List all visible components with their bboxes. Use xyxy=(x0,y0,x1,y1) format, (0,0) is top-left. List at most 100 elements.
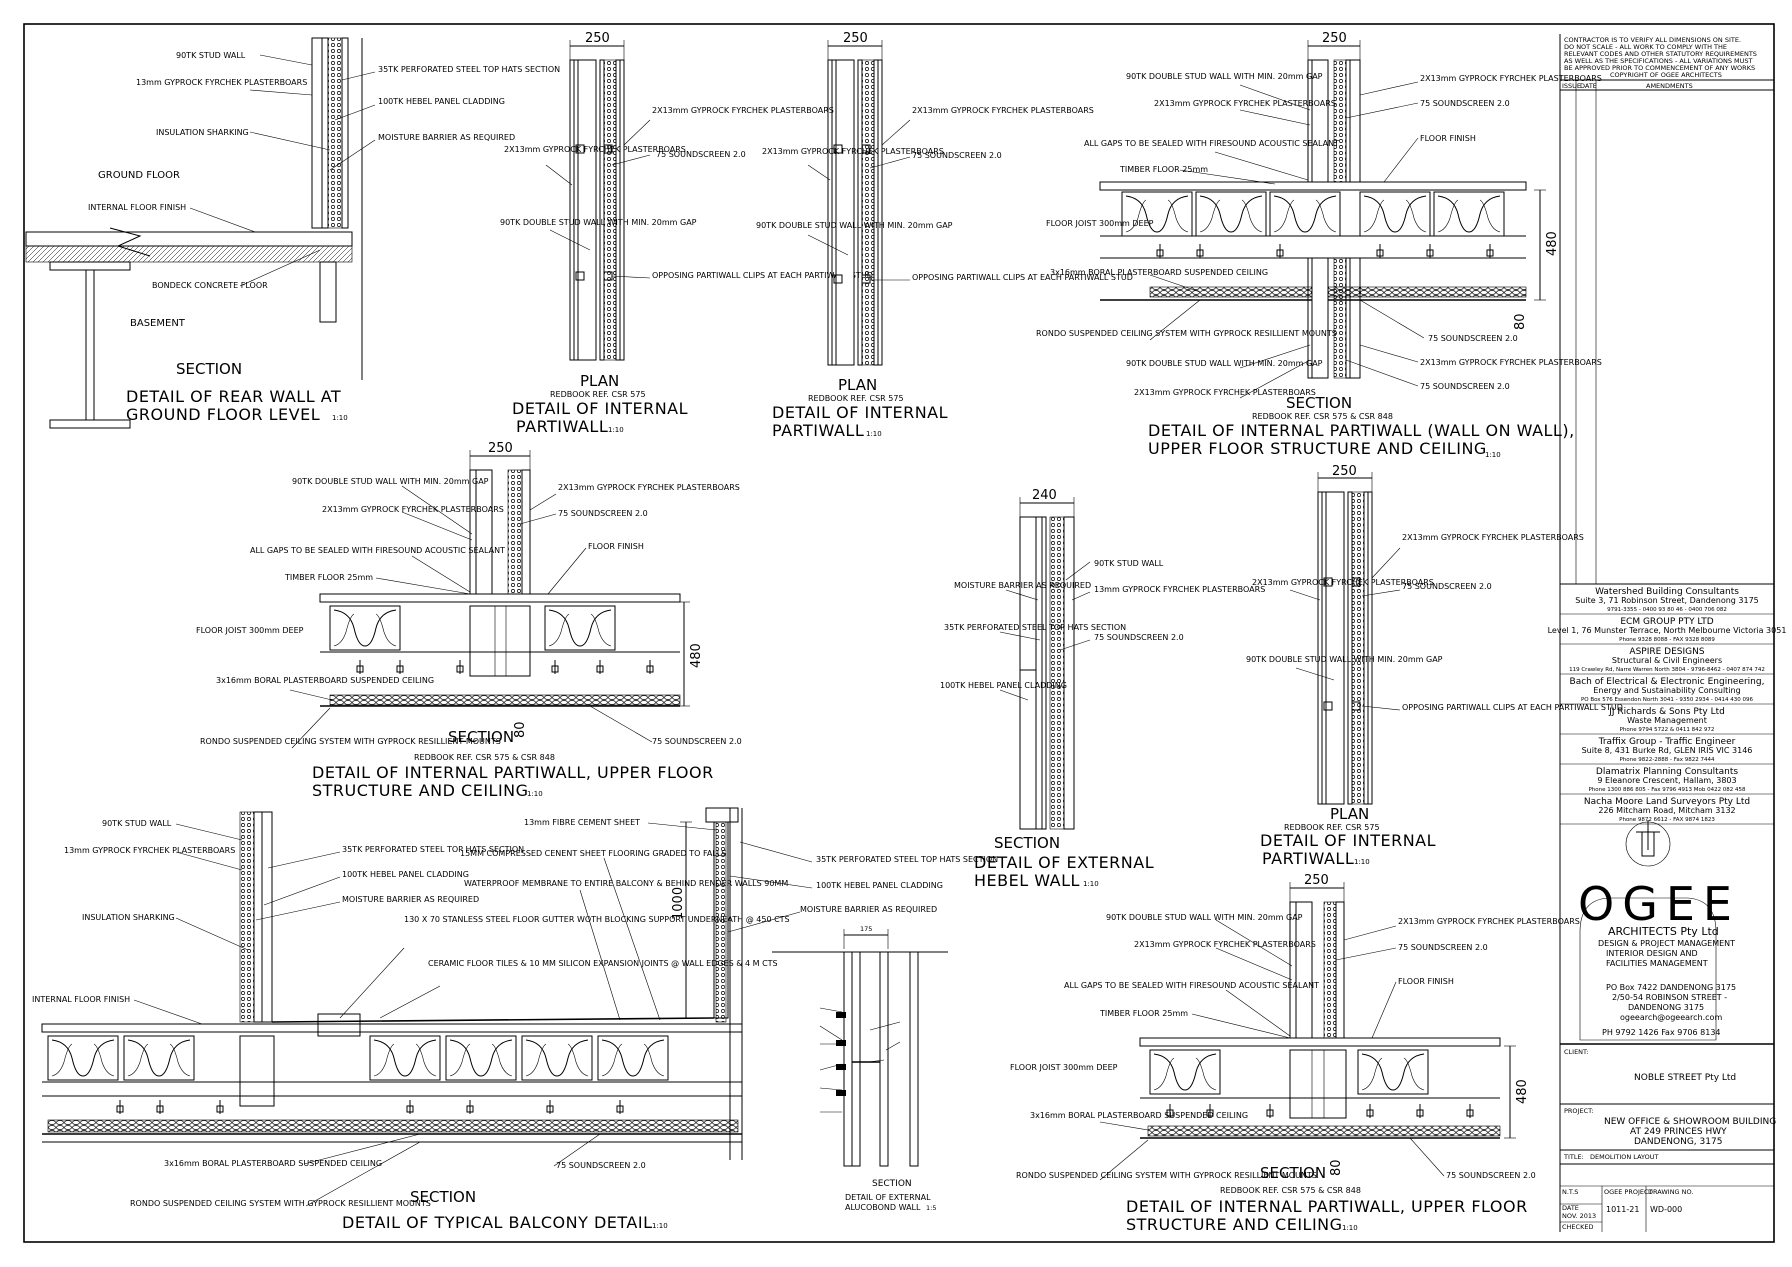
field-label: N.T.S xyxy=(1562,1188,1578,1196)
disclaimer-line: BE APPROVED PRIOR TO COMMENCEMENT OF ANY… xyxy=(1564,64,1755,72)
note: 75 SOUNDSCREEN 2.0 xyxy=(558,509,648,518)
drawing-number: WD-000 xyxy=(1650,1205,1682,1214)
note: 75 SOUNDSCREEN 2.0 xyxy=(1398,943,1488,952)
detail-title: DETAIL OF EXTERNAL xyxy=(974,853,1154,872)
project-line: DANDENONG, 3175 xyxy=(1634,1137,1722,1147)
ogee-logo: OGEE ARCHITECTS Pty Ltd DESIGN & PROJECT… xyxy=(1578,820,1736,1041)
note: MOISTURE BARRIER AS REQUIRED xyxy=(342,895,479,904)
redbook-ref: REDBOOK REF. CSR 575 xyxy=(550,390,646,399)
note: 90TK DOUBLE STUD WALL WITH MIN. 20mm GAP xyxy=(756,221,953,230)
note: 3x16mm BORAL PLASTERBOARD SUSPENDED CEIL… xyxy=(216,676,434,685)
detail-title: ALUCOBOND WALL xyxy=(845,1203,921,1212)
dimension: 250 xyxy=(585,31,610,46)
note: 2X13mm GYPROCK FYRCHEK PLASTERBOARS xyxy=(1398,917,1580,926)
consultant-detail: Phone 9794 5722 & 0411 842 972 xyxy=(1620,727,1715,733)
consultant-detail: 119 Crawley Rd, Narre Warren North 3804 … xyxy=(1569,667,1765,673)
section-label: SECTION xyxy=(448,728,514,746)
project-line: NEW OFFICE & SHOWROOM BUILDING xyxy=(1604,1117,1776,1127)
project-number: 1011-21 xyxy=(1606,1205,1639,1214)
note: 90TK DOUBLE STUD WALL WITH MIN. 20mm GAP xyxy=(500,218,697,227)
note: 90TK STUD WALL xyxy=(176,51,246,60)
note: RONDO SUSPENDED CEILING SYSTEM WITH GYPR… xyxy=(1016,1171,1317,1180)
note: FLOOR FINISH xyxy=(1420,134,1476,143)
detail-title: DETAIL OF INTERNAL xyxy=(1260,831,1436,850)
dimension: 80 xyxy=(1329,1159,1344,1176)
scale: 1:10 xyxy=(608,426,624,434)
note: FLOOR FINISH xyxy=(588,542,644,551)
note: 75 SOUNDSCREEN 2.0 xyxy=(1428,334,1518,343)
field-label: CHECKED xyxy=(1562,1223,1593,1231)
section-label: SECTION xyxy=(1260,1164,1326,1182)
note: 2X13mm GYPROCK FYRCHEK PLASTERBOARS xyxy=(762,147,944,156)
redbook-ref: REDBOOK REF. CSR 575 & CSR 848 xyxy=(414,753,555,762)
disclaimer-line: CONTRACTOR IS TO VERIFY ALL DIMENSIONS O… xyxy=(1564,36,1741,44)
detail-title: DETAIL OF EXTERNAL xyxy=(845,1193,931,1202)
note: FLOOR FINISH xyxy=(1398,977,1454,986)
detail-title: HEBEL WALL xyxy=(974,871,1080,890)
consultant-detail: Energy and Sustainability Consulting xyxy=(1593,686,1740,695)
note: 2X13mm GYPROCK FYRCHEK PLASTERBOARS xyxy=(1420,74,1602,83)
note: INSULATION SHARKING xyxy=(82,913,175,922)
note: TIMBER FLOOR 25mm xyxy=(1099,1009,1188,1018)
plan-label: PLAN xyxy=(1330,805,1369,823)
scale: 1:10 xyxy=(866,430,882,438)
title-block: CONTRACTOR IS TO VERIFY ALL DIMENSIONS O… xyxy=(1548,36,1787,1232)
scale: 1:10 xyxy=(1354,858,1370,866)
dimension: 480 xyxy=(689,643,704,668)
note: OPPOSING PARTIWALL CLIPS AT EACH PARTIWA… xyxy=(1402,703,1623,712)
company-name: ARCHITECTS Pty Ltd xyxy=(1608,925,1719,938)
note: ALL GAPS TO BE SEALED WITH FIRESOUND ACO… xyxy=(250,546,505,555)
project-line: AT 249 PRINCES HWY xyxy=(1630,1127,1727,1137)
dimension: 1000 xyxy=(671,887,686,920)
services-line: INTERIOR DESIGN AND xyxy=(1606,949,1698,958)
note: 90TK DOUBLE STUD WALL WITH MIN. 20mm GAP xyxy=(1126,72,1323,81)
note: FLOOR JOIST 300mm DEEP xyxy=(1010,1063,1118,1072)
detail-external-hebel: 240 MOISTURE BARRIER AS REQUIRED 35TK PE… xyxy=(940,488,1265,890)
consultant-detail: 226 Mitcham Road, Mitcham 3132 xyxy=(1598,806,1735,815)
note: 90TK DOUBLE STUD WALL WITH MIN. 20mm GAP xyxy=(1106,913,1303,922)
consultant-name: Bach of Electrical & Electronic Engineer… xyxy=(1570,677,1765,687)
consultant-detail: Phone 1300 886 805 - Fax 9796 4913 Mob 0… xyxy=(1588,787,1746,793)
drawing-title: DEMOLITION LAYOUT xyxy=(1590,1153,1659,1161)
project-label: PROJECT: xyxy=(1564,1107,1594,1115)
note: 35TK PERFORATED STEEL TOP HATS SECTION xyxy=(944,623,1126,632)
note: WATERPROOF MEMBRANE TO ENTIRE BALCONY & … xyxy=(464,879,788,888)
note: 2X13mm GYPROCK FYRCHEK PLASTERBOARS xyxy=(1252,578,1434,587)
note: 2X13mm GYPROCK FYRCHEK PLASTERBOARS xyxy=(1402,533,1584,542)
note: 75 SOUNDSCREEN 2.0 xyxy=(1402,582,1492,591)
note: 35TK PERFORATED STEEL TOP HATS SECTION xyxy=(378,65,560,74)
note: ALL GAPS TO BE SEALED WITH FIRESOUND ACO… xyxy=(1084,139,1339,148)
note: 75 SOUNDSCREEN 2.0 xyxy=(652,737,742,746)
detail-upper-floor-b: 250 480 80 90TK DOUBLE STUD WALL WITH MI… xyxy=(1010,873,1580,1234)
detail-title: STRUCTURE AND CEILING xyxy=(1126,1215,1343,1234)
note: 75 SOUNDSCREEN 2.0 xyxy=(1420,382,1510,391)
address-line: DANDENONG 3175 xyxy=(1628,1003,1704,1012)
note: 3x16mm BORAL PLASTERBOARD SUSPENDED CEIL… xyxy=(164,1159,382,1168)
disclaimer-line: RELEVANT CODES AND OTHER STATUTORY REQUI… xyxy=(1564,50,1757,58)
rev-header: ISSUE xyxy=(1562,82,1581,90)
note: 100TK HEBEL PANEL CLADDING xyxy=(342,870,469,879)
consultant-name: JJ Richards & Sons Pty Ltd xyxy=(1608,707,1725,717)
detail-upper-floor-a: 250 480 80 90TK DOUBLE STUD WALL WITH MI… xyxy=(196,441,742,800)
note: 2X13mm GYPROCK FYRCHEK PLASTERBOARS xyxy=(1154,99,1336,108)
disclaimer-line: DO NOT SCALE - ALL WORK TO COMPLY WITH T… xyxy=(1564,43,1727,51)
scale: 1:10 xyxy=(1342,1224,1358,1232)
note: 13mm GYPROCK FYRCHEK PLASTERBOARS xyxy=(64,846,235,855)
dimension: 240 xyxy=(1032,488,1057,503)
plan-label: PLAN xyxy=(580,372,619,390)
detail-title: GROUND FLOOR LEVEL xyxy=(126,405,320,424)
dimension: 80 xyxy=(513,721,528,738)
consultant-detail: Level 1, 76 Munster Terrace, North Melbo… xyxy=(1548,626,1787,635)
note: OPPOSING PARTIWALL CLIPS AT EACH PARTIWA… xyxy=(912,273,1133,282)
note: BONDECK CONCRETE FLOOR xyxy=(152,281,268,290)
detail-title: DETAIL OF INTERNAL PARTIWALL, UPPER FLOO… xyxy=(312,763,714,782)
note: ALL GAPS TO BE SEALED WITH FIRESOUND ACO… xyxy=(1064,981,1319,990)
ground-floor-label: GROUND FLOOR xyxy=(98,170,180,181)
note: 13mm GYPROCK FYRCHEK PLASTERBOARS xyxy=(136,78,307,87)
detail-title: DETAIL OF INTERNAL xyxy=(772,403,948,422)
consultant-detail: 9 Eleanore Crescent, Hallam, 3803 xyxy=(1597,776,1736,785)
detail-alucobond: 175 SECTION DETAIL OF EXTERNAL ALUCOBOND… xyxy=(772,925,948,1212)
detail-title: DETAIL OF TYPICAL BALCONY DETAIL xyxy=(342,1213,653,1232)
note: RONDO SUSPENDED CEILING SYSTEM WITH GYPR… xyxy=(1036,329,1337,338)
note: 100TK HEBEL PANEL CLADDING xyxy=(378,97,505,106)
